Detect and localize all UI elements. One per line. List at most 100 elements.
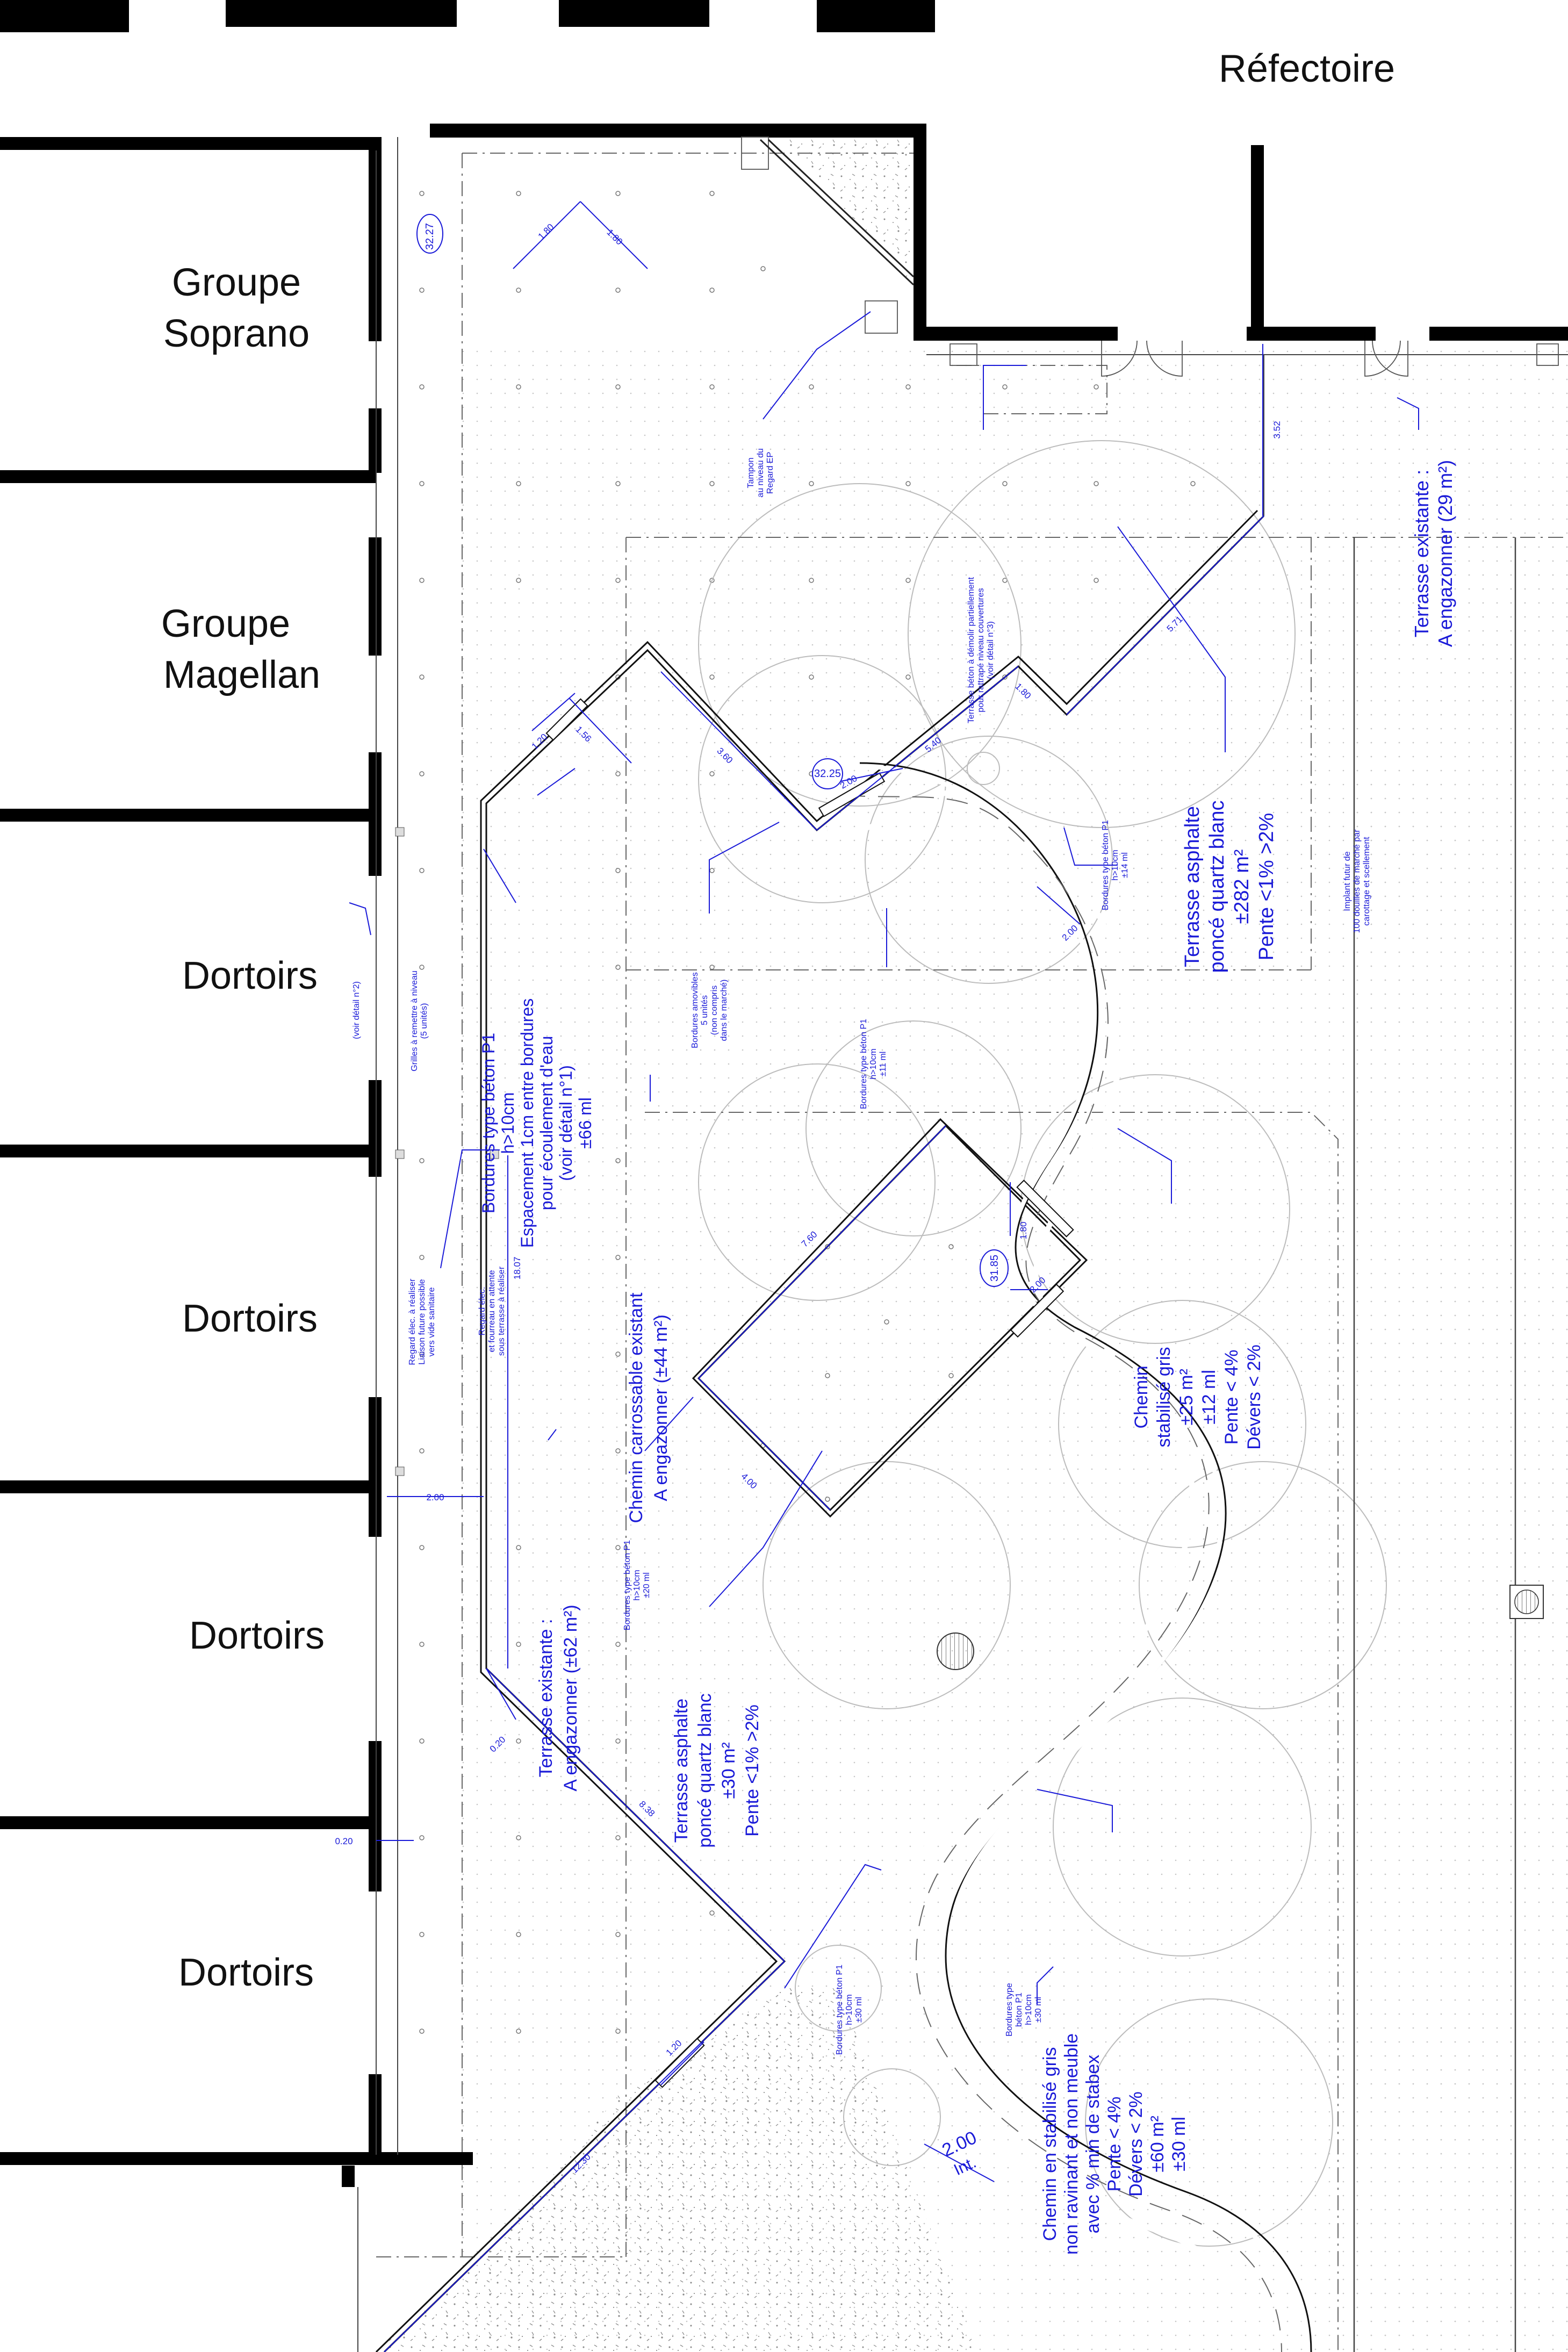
note-line: avec % min de stabex (1083, 2055, 1103, 2234)
note-line: Bordures type (1005, 1983, 1014, 2037)
notes-layer: Terrasse existante :A engazonner (29 m²)… (352, 448, 1456, 2255)
wall-edge-ne (759, 139, 915, 286)
note-line: Chemin (1131, 1365, 1152, 1428)
note-line: A engazonner (29 m²) (1434, 460, 1456, 647)
note-line: béton P1 (1015, 1993, 1024, 2027)
note-bordures-p1-e: Bordures typebéton P1h>10cm±30 ml (1005, 1983, 1043, 2037)
note-bordures-p1-b: Bordures type béton P1h>10cm±11 ml (859, 1019, 888, 1109)
driveway-edges (1353, 537, 1516, 2352)
note-line: Grilles à remettre à niveau (410, 970, 419, 1071)
note-line: poncé quartz blanc (1206, 800, 1228, 973)
note-voir-detail-2: (voir détail n°2) (352, 981, 361, 1039)
note-line: Bordures type béton P1 (623, 1540, 632, 1630)
dim-3-52: 3.52 (1272, 421, 1282, 438)
room-dortoirs-1: Dortoirs (182, 954, 318, 997)
dim-1-80-d: 1.80 (1018, 1221, 1028, 1239)
note-line: pour rattrapé niveau couvertures (976, 588, 986, 712)
note-regard-elec-1: Regard élec. à réaliserLiaison future po… (408, 1278, 436, 1365)
note-line: 5 unités (700, 995, 709, 1025)
note-line: ±30 ml (854, 1997, 864, 2023)
note-line: h>10cm (869, 1048, 878, 1079)
note-bordures-p1-a: Bordures type béton P1h>10cm±14 ml (1101, 820, 1130, 910)
note-line: sous terrasse à réaliser (497, 1266, 506, 1356)
note-line: ±25 m² (1176, 1369, 1197, 1426)
terrace-markers (419, 191, 1196, 2034)
note-bordures-p1-big: Bordures type béton P1h>10cmEspacement 1… (479, 998, 595, 1248)
note-line: ±11 ml (879, 1052, 888, 1077)
note-regard-elec-2: Regard élec.et fourreau en attentesous t… (478, 1266, 506, 1356)
existing-outlines (376, 153, 1568, 2352)
room-magellan-line2: Magellan (163, 653, 320, 696)
room-dortoirs-4: Dortoirs (178, 1951, 314, 1994)
note-line: h>10cm (632, 1570, 642, 1600)
note-line: A engazonner (±44 m²) (651, 1314, 671, 1501)
note-line: Tampon (746, 458, 756, 488)
ground-surfaces (376, 137, 1568, 2352)
doors (741, 136, 1559, 377)
note-bordures-p1-c: Bordures type béton P1h>10cm±20 ml (623, 1540, 651, 1630)
note-line: Bordures type béton P1 (1101, 820, 1110, 910)
note-line: Bordures amovibles (691, 972, 700, 1048)
room-magellan-line1: Groupe (161, 602, 290, 645)
note-tampon: Tamponau niveau duRegard EP (746, 448, 775, 498)
winding-path (827, 762, 1312, 2352)
note-line: Terrasse existante : (1411, 470, 1433, 637)
room-dortoirs-3: Dortoirs (189, 1614, 325, 1657)
note-line: (voir détail n°2) (352, 981, 361, 1039)
note-line: Regard élec. (478, 1287, 487, 1336)
note-line: Bordures type béton P1 (859, 1019, 868, 1109)
note-bordures-p1-d: Bordures type béton P1h>10cm±30 ml (835, 1965, 864, 2055)
note-line: Liaison future possible (418, 1279, 427, 1364)
note-line: dans le marché) (720, 980, 729, 1041)
dim-2-00-d: 2.00 (426, 1492, 444, 1502)
note-line: Pente <1% >2% (742, 1704, 763, 1837)
note-line: 100 douilles de marché par (1353, 829, 1362, 933)
note-line: Terrasse asphalte (1181, 806, 1204, 967)
note-line: et fourreau en attente (487, 1270, 497, 1352)
note-line: Chemin carrossable existant (626, 1292, 646, 1523)
dim-18-07: 18.07 (512, 1257, 522, 1280)
note-line: Implant futur de (1343, 851, 1352, 911)
note-line: carottage et scellement (1362, 837, 1371, 926)
tree-canopies (698, 440, 1387, 2247)
note-line: ±282 m² (1231, 849, 1253, 924)
note-line: Espacement 1cm entre bordures (517, 998, 537, 1248)
note-line: h>10cm (498, 1092, 517, 1154)
level-32-27: 32.27 (424, 223, 436, 250)
note-line: Terrasse asphalte (671, 1699, 692, 1843)
dim-0-20-b: 0.20 (335, 1836, 353, 1846)
note-line: (non compris (710, 986, 719, 1035)
note-line: pour écoulement d'eau (537, 1036, 556, 1211)
note-line: Regard élec. à réaliser (408, 1278, 417, 1365)
note-terrasse-beton: Terrasse béton à démolir partiellementpo… (967, 577, 995, 723)
note-line: Regard EP (766, 452, 775, 494)
note-line: ±14 ml (1120, 852, 1130, 878)
note-chemin-stab-2: Chemin en stabilisé grisnon ravinant et … (1040, 2033, 1189, 2255)
note-line: Terrasse existante : (536, 1619, 556, 1778)
level-32-25: 32.25 (814, 768, 841, 780)
manholes (395, 827, 1544, 1670)
note-terrasse-ne: Terrasse existante :A engazonner (29 m²) (1411, 460, 1456, 647)
note-line: (5 unités) (420, 1003, 429, 1039)
level-markers (416, 214, 1009, 1287)
note-line: h>10cm (1024, 1994, 1033, 2025)
note-line: ±30 ml (1169, 2117, 1189, 2171)
note-line: Pente <1% >2% (1255, 813, 1278, 961)
note-line: Pente < 4% (1221, 1350, 1242, 1445)
note-line: h>10cm (845, 1994, 854, 2025)
note-line: h>10cm (1111, 850, 1120, 880)
note-line: Pente < 4% (1104, 2097, 1125, 2192)
note-line: Dévers < 2% (1126, 2091, 1146, 2197)
glazing-lines (357, 137, 1568, 2352)
room-dortoirs-2: Dortoirs (182, 1297, 318, 1340)
note-line: (voir détail n°3) (986, 621, 995, 679)
note-line: poncé quartz blanc (695, 1693, 715, 1847)
note-implant: Implant futur de100 douilles de marché p… (1343, 829, 1371, 933)
note-line: ±30 ml (1034, 1997, 1043, 2023)
note-line: ±60 m² (1147, 2116, 1168, 2173)
note-line: Dévers < 2% (1244, 1344, 1264, 1450)
level-31-85: 31.85 (989, 1255, 1001, 1282)
room-soprano-line1: Groupe (172, 261, 301, 304)
